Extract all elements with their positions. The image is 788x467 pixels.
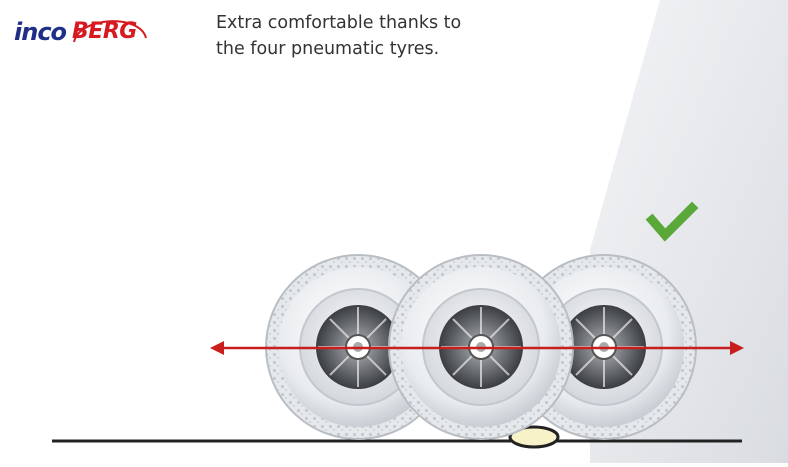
- caption-line-2: the four pneumatic tyres.: [216, 39, 440, 59]
- ground-bump: [508, 425, 560, 449]
- caption-text: Extra comfortable thanks to the four pne…: [216, 10, 516, 62]
- logo-berg-badge: BERG: [70, 12, 150, 52]
- brand-logo: inco BERG: [14, 12, 150, 52]
- logo-text-berg: BERG: [72, 19, 137, 44]
- caption-line-1: Extra comfortable thanks to: [216, 13, 462, 33]
- logo-arc-icon: [73, 20, 148, 43]
- double-headed-arrow-icon: [210, 341, 744, 355]
- checkmark-icon: [645, 201, 699, 242]
- logo-text-inco: inco: [14, 18, 67, 46]
